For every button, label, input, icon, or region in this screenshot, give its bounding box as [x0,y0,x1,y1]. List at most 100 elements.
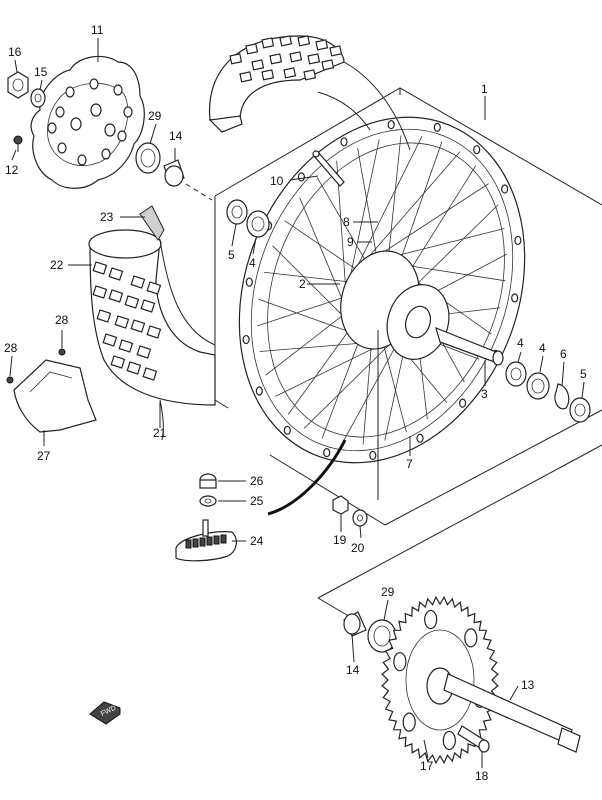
callout-25: 25 [250,494,264,508]
tread-knob [303,69,317,81]
fwd-direction-badge: FWD [89,701,121,725]
spoke [382,343,407,433]
tread-knob [108,289,124,303]
callout-15: 15 [34,65,48,79]
callout-18: 18 [475,769,489,783]
tread-knob [251,59,265,71]
tread-knob [289,51,303,63]
spoke [355,136,423,269]
rim-hole [369,450,377,460]
disc-hole [47,122,57,134]
tread-knob [283,67,297,79]
valve-hardware [199,473,217,507]
tread-knob [315,39,329,51]
tread-knob [136,345,152,359]
tread-knob [124,295,140,309]
tread-knob [239,71,253,83]
disc-hole [77,154,87,166]
spoke [316,177,366,261]
spoke [341,331,405,444]
callout-10: 10 [270,174,284,188]
sprocket-assembly [343,595,581,765]
callout-20: 20 [351,541,365,555]
disc-hole [65,86,75,98]
tread-knob [279,35,293,47]
callout-13: 13 [521,678,535,692]
callout-4-a: 4 [517,336,524,350]
tread-knob [146,281,162,295]
callout-16: 16 [8,45,22,59]
tread-knob [229,53,243,65]
callout-19: 19 [333,533,347,547]
callout-8: 8 [343,215,350,229]
tread-knob [110,355,126,369]
callout-5-a: 5 [228,248,235,262]
spoke [272,245,353,326]
spoke [263,271,350,283]
rim-hole [340,137,348,147]
sprocket-cutout [442,730,456,751]
disc-hole [113,84,123,96]
spoke [398,141,443,264]
rim-hole [242,334,250,345]
callout-3: 3 [481,387,488,401]
disc-hole [55,106,65,118]
callout-14-a: 14 [346,663,360,677]
spoke [287,325,353,415]
rim-lock-tooth [220,534,227,544]
callout-28-b: 28 [4,341,18,355]
callout-2: 2 [299,277,306,291]
brake-disc [30,55,145,189]
callout-22: 22 [50,258,64,272]
disc-hole [101,148,111,160]
disc-hardware [7,71,46,152]
spoke [348,139,380,282]
callout-1: 1 [481,82,488,96]
tread-knob [118,339,134,353]
sprocket-cutout [402,712,416,732]
spoke [365,151,461,261]
tread-knob [245,43,259,55]
tread-knob [140,299,156,313]
rim-hole [387,120,395,130]
callout-28-a: 28 [55,313,69,327]
spoke [259,341,371,352]
spacer-seal-top [135,142,213,201]
tread-knob [142,367,158,381]
spoke [265,311,348,376]
rim-lock-tooth [206,536,213,546]
rim-hole [283,425,291,435]
callout-14-b: 14 [169,129,183,143]
spoke [321,336,362,439]
spoke [257,296,347,327]
rim-lock-tooth [185,539,192,549]
spoke [389,228,505,259]
rim-hole [297,172,305,182]
tread-knob [130,319,146,333]
tread-knob [261,37,275,49]
rim-hole [433,122,441,132]
callout-5-b: 5 [580,367,587,381]
spoke [399,263,506,282]
callout-17: 17 [420,759,434,773]
callout-24: 24 [250,534,264,548]
rim-lock-tooth [199,537,206,547]
spoke [258,298,361,337]
rim-lock [175,519,237,562]
spoke [299,197,348,312]
spoke [412,204,499,289]
spoke [357,147,378,257]
rim-hole [501,184,509,194]
rim-hole [255,386,263,396]
tread-knob [92,285,108,299]
rim-hole [473,145,481,155]
spoke [362,342,372,445]
tread-knob [130,275,146,289]
bearings-right [505,361,591,423]
callout-9: 9 [347,235,354,249]
rim-hole [511,293,519,303]
callouts: 1 2 3 4 4 4 5 5 6 7 8 9 10 11 12 13 14 1… [4,23,587,783]
rim-lock-tooth [192,538,199,548]
rim-hole [245,277,253,287]
